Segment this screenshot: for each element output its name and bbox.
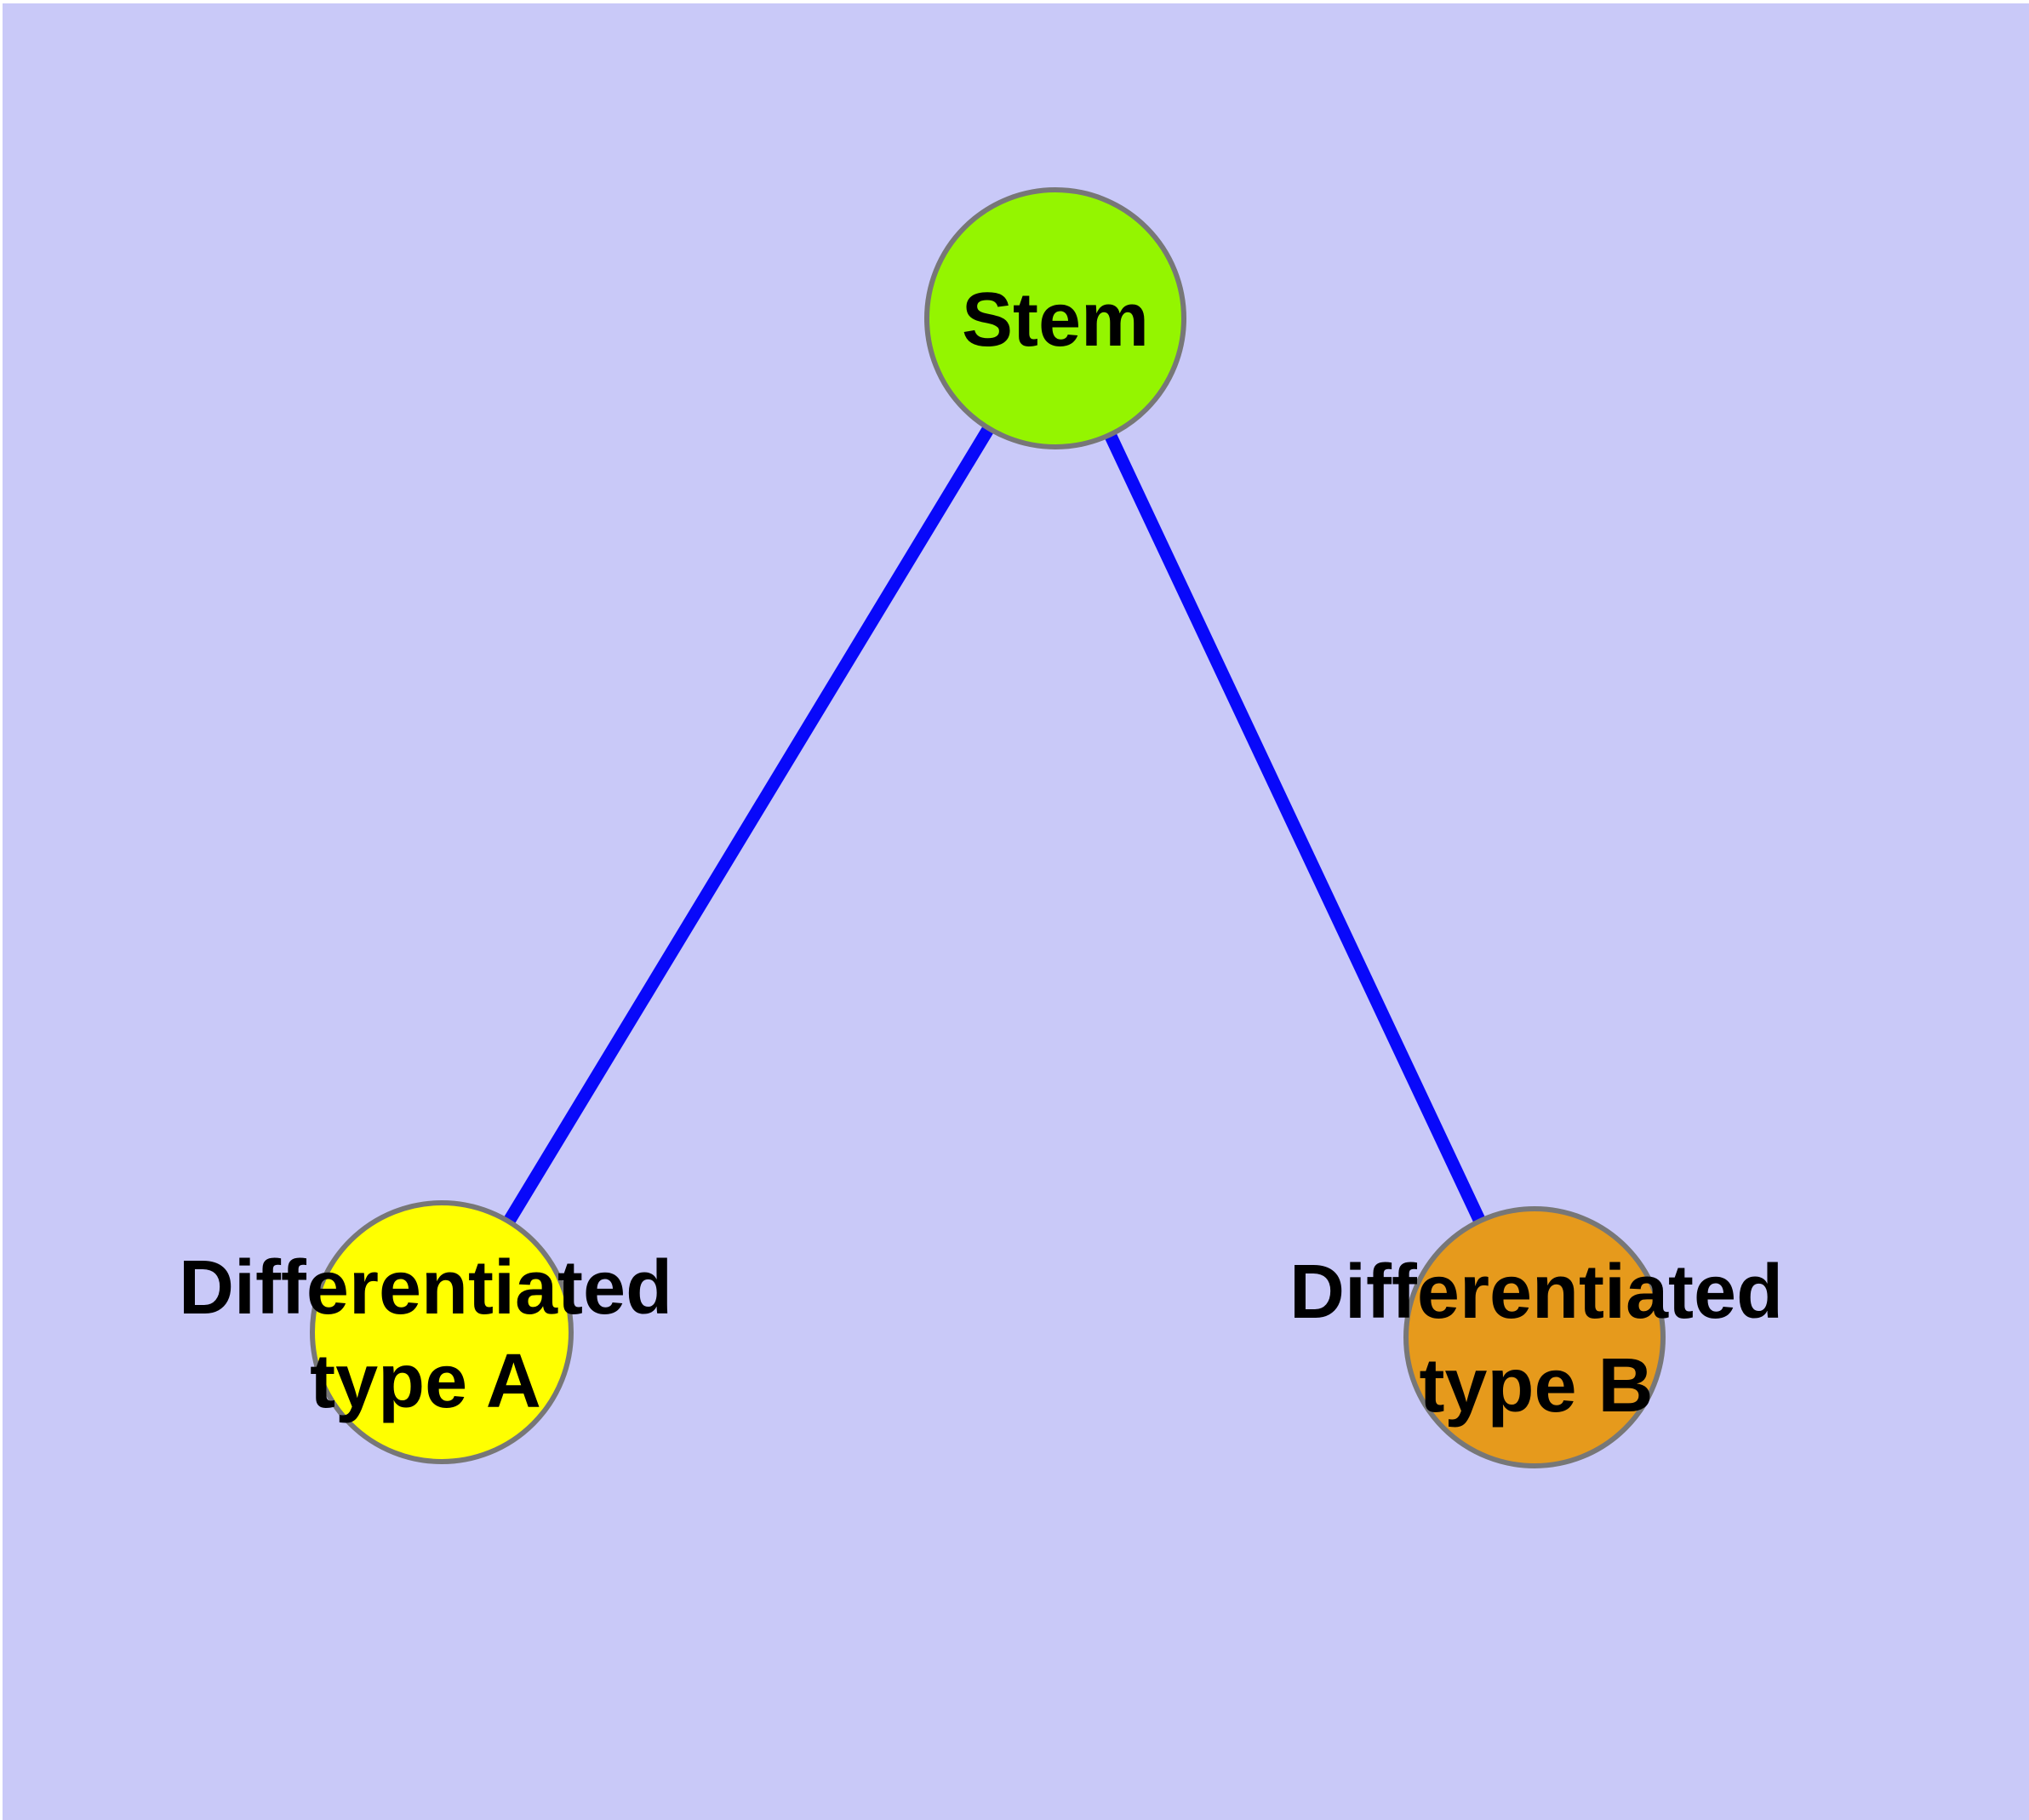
node-label-stem: Stem — [961, 278, 1150, 363]
node-label-differentiated-type-a: Differentiated type A — [178, 1245, 673, 1424]
frame-strip-top — [0, 0, 2029, 3]
edge-stem-to-type-b — [1049, 315, 1540, 1341]
edge-stem-to-type-a — [436, 315, 1061, 1336]
node-label-differentiated-type-b: Differentiated type B — [1289, 1250, 1784, 1428]
frame-strip-left — [0, 0, 3, 1820]
node-differentiated-type-a — [310, 1200, 574, 1464]
node-stem — [924, 187, 1186, 449]
node-differentiated-type-b — [1403, 1206, 1666, 1468]
